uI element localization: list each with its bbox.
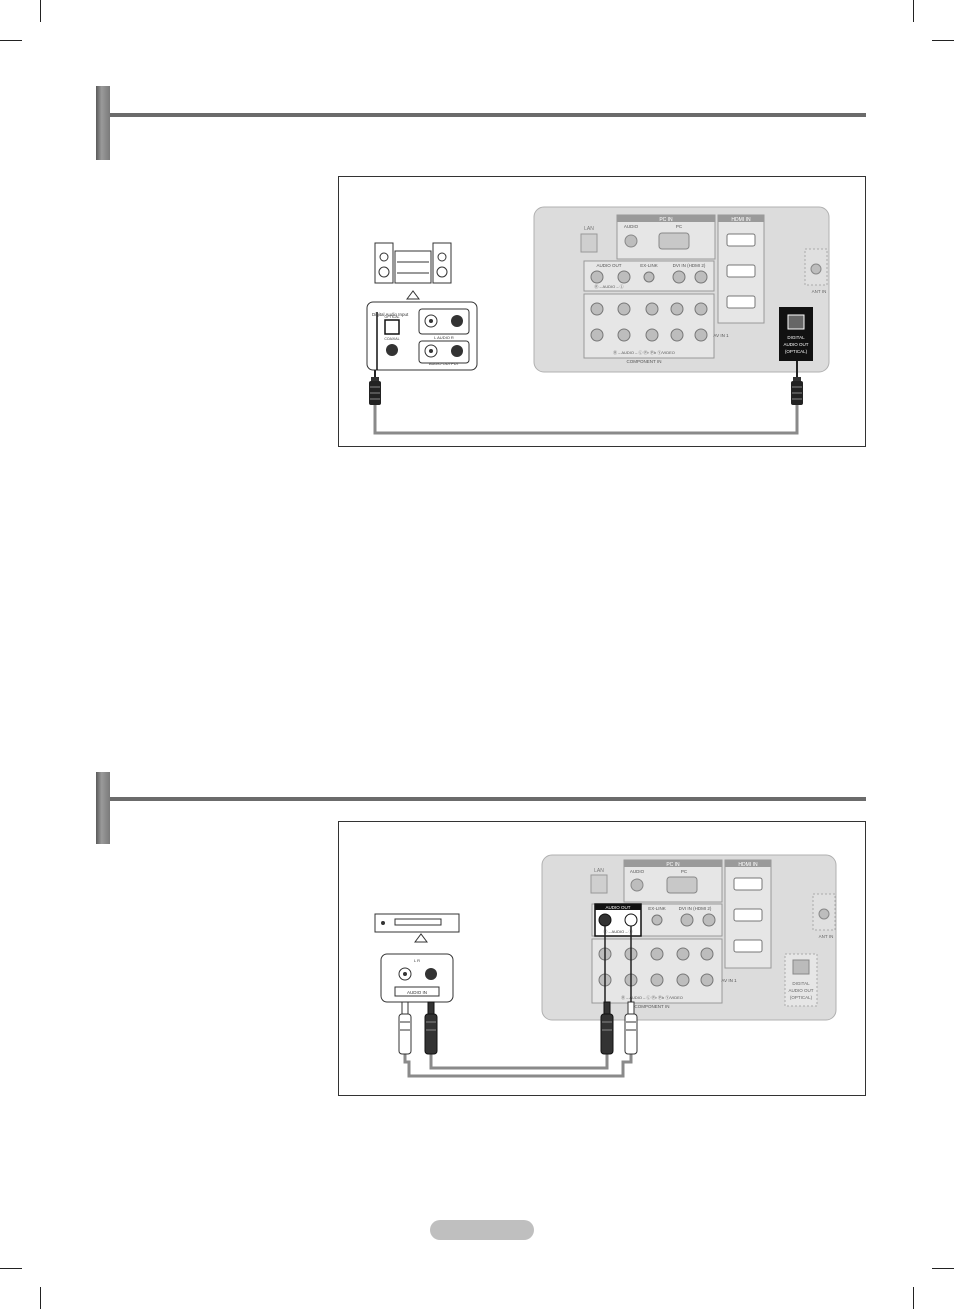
pc-audio-jack-icon — [630, 878, 644, 892]
section-marker-1 — [96, 86, 110, 160]
rca-plug-icon — [424, 1001, 438, 1055]
antenna-jack-icon — [810, 263, 822, 275]
optical-plug-icon — [369, 377, 381, 405]
digital-audio-out-line3: (OPTICAL) — [785, 349, 808, 354]
digital-audio-out-line3: (OPTICAL) — [790, 995, 813, 1000]
digital-audio-out-line1: DIGITAL — [792, 981, 810, 986]
rca-cable — [398, 926, 638, 1078]
section-rule-2 — [110, 797, 866, 801]
digital-audio-out-line2: AUDIO OUT — [788, 988, 813, 993]
audio-in-label: AUDIO IN — [407, 990, 427, 995]
optical-port-icon — [792, 959, 810, 975]
lan-label: LAN — [594, 868, 604, 874]
device-audio-lr-label: L R — [414, 958, 420, 963]
hdmi-port-icon — [726, 264, 756, 278]
tv-rear-panel: LAN PC IN AUDIO PC HDMI IN ANT IN AUDIO … — [541, 854, 837, 1021]
page-number-pill — [430, 1220, 534, 1240]
stereo-system-icon — [374, 242, 452, 300]
vcr-rear-panel: L R AUDIO IN — [380, 953, 454, 1003]
optical-cable — [369, 361, 803, 435]
hdmi-port-icon — [726, 233, 756, 247]
hdmi-port-icon — [733, 877, 763, 891]
crop-mark — [0, 40, 22, 41]
tv-rear-panel: LAN PC IN AUDIO PC HDMI IN ANT IN AUDIO … — [533, 206, 830, 373]
audio-out-label: AUDIO OUT — [605, 905, 630, 910]
component-in-label: COMPONENT IN — [635, 1004, 670, 1009]
crop-mark — [932, 40, 954, 41]
crop-mark — [913, 0, 914, 22]
hdmi-port-icon — [733, 939, 763, 953]
section-rule-1 — [110, 113, 866, 117]
diagram-optical-svg: LAN PC IN AUDIO PC HDMI IN ANT IN AUDIO … — [366, 206, 830, 435]
audio-output-label: AUDIO OUTPUT — [429, 361, 460, 366]
lan-port-icon: LAN — [580, 226, 598, 253]
optical-input-port[interactable] — [384, 319, 400, 335]
component-in-label: COMPONENT IN — [627, 359, 662, 364]
optical-port-icon — [787, 314, 805, 330]
vga-port-icon — [666, 876, 698, 894]
hdmi-port-icon — [733, 908, 763, 922]
pc-audio-jack-icon — [624, 234, 638, 248]
optical-plug-icon — [791, 377, 803, 405]
audio-out-lr-label: Ⓡ – AUDIO – Ⓛ — [594, 283, 623, 289]
dvi-in-label: DVI IN (HDMI 2) — [673, 263, 706, 268]
connection-diagram-analog: LAN PC IN AUDIO PC HDMI IN ANT IN AUDIO … — [338, 821, 866, 1096]
crop-mark — [40, 1287, 41, 1309]
dvi-in-label: DVI IN (HDMI 2) — [679, 906, 712, 911]
device-audio-lr-label: L AUDIO R — [434, 335, 454, 340]
component-row-label: Ⓡ – AUDIO – Ⓛ Ⓟr Ⓟb Ⓨ/VIDEO — [621, 994, 683, 1000]
pc-label: PC — [676, 224, 683, 229]
av-in-label: AV IN 1 — [713, 333, 729, 338]
vga-port-icon — [658, 232, 690, 250]
optical-label: OPTICAL — [385, 315, 400, 319]
pc-in-label: PC IN — [659, 217, 673, 223]
crop-mark — [913, 1287, 914, 1309]
component-row-label: Ⓡ – AUDIO – Ⓛ Ⓟr Ⓟb Ⓨ/VIDEO — [613, 349, 675, 355]
rca-plug-icon — [600, 1001, 614, 1055]
lan-label: LAN — [584, 226, 594, 232]
audio-out-label: AUDIO OUT — [596, 263, 621, 268]
pc-audio-label: AUDIO — [630, 869, 645, 874]
connection-diagram-optical: LAN PC IN AUDIO PC HDMI IN ANT IN AUDIO … — [338, 176, 866, 447]
ex-link-label: EX-LINK — [640, 263, 658, 268]
av-in-label: AV IN 1 — [721, 978, 737, 983]
ex-link-label: EX-LINK — [648, 906, 666, 911]
section-marker-2 — [96, 772, 110, 844]
digital-audio-out-line2: AUDIO OUT — [783, 342, 808, 347]
lan-port-icon: LAN — [590, 868, 608, 894]
vcr-icon — [374, 913, 460, 943]
rca-plug-icon — [398, 1001, 412, 1055]
hdmi-port-icon — [726, 295, 756, 309]
pc-in-label: PC IN — [666, 862, 680, 868]
audio-system-rear-panel: Digital Audio Input OPTICAL COAXIAL L AU… — [366, 301, 478, 371]
antenna-jack-icon — [818, 908, 830, 920]
pc-label: PC — [681, 869, 688, 874]
digital-audio-input-label: Digital Audio Input — [372, 312, 409, 317]
diagram-analog-svg: LAN PC IN AUDIO PC HDMI IN ANT IN AUDIO … — [374, 854, 837, 1078]
coaxial-label: COAXIAL — [384, 337, 399, 341]
crop-mark — [40, 0, 41, 22]
hdmi-in-label: HDMI IN — [738, 862, 758, 868]
crop-mark — [0, 1268, 22, 1269]
digital-audio-out-line1: DIGITAL — [787, 335, 805, 340]
hdmi-in-label: HDMI IN — [731, 217, 751, 223]
ant-in-label: ANT IN — [812, 289, 827, 294]
audio-out-lr-label: Ⓡ – AUDIO – Ⓛ — [603, 928, 632, 934]
crop-mark — [932, 1268, 954, 1269]
ant-in-label: ANT IN — [819, 934, 834, 939]
pc-audio-label: AUDIO — [624, 224, 639, 229]
